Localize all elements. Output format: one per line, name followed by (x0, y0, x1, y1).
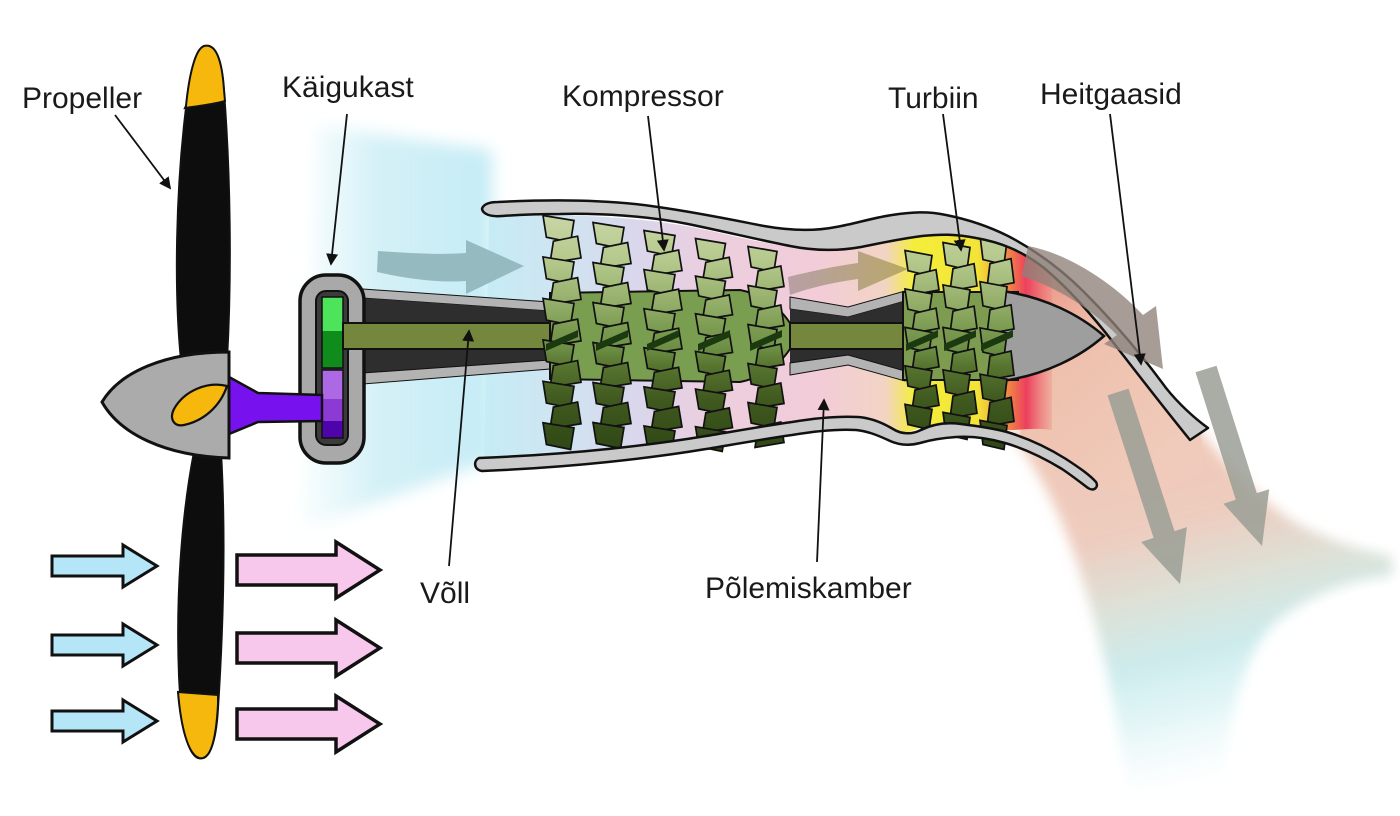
blade (598, 241, 632, 270)
label-gearbox: Käigukast (282, 71, 414, 104)
blade (548, 276, 582, 306)
turbine-blades (903, 234, 1015, 451)
label-pointer-exhaust (1109, 113, 1146, 366)
gear-green-dark (322, 331, 343, 368)
engine-casing-bottom (473, 415, 1099, 491)
blade (548, 401, 582, 430)
label-pointer-compressor (647, 115, 669, 252)
blade-hub-slash (981, 330, 1013, 351)
label-turbine: Turbiin (888, 82, 979, 115)
blade (949, 347, 978, 377)
blade (753, 381, 785, 410)
propeller-blade-root (170, 383, 229, 427)
blade (949, 390, 978, 420)
propeller-blade-top-tip (183, 44, 227, 110)
blade (548, 359, 582, 389)
label-propeller: Propeller (22, 82, 142, 115)
blade-hub-slash (944, 330, 976, 351)
blade (649, 366, 683, 394)
label-pointer-gearbox (326, 113, 348, 266)
gear-purple-light (322, 370, 343, 399)
blade (910, 268, 940, 296)
propeller-blade-bottom-tip (176, 690, 219, 760)
blade (701, 406, 734, 434)
blade (753, 342, 785, 371)
blade-hub-slash (596, 330, 628, 351)
gearbox (298, 273, 366, 465)
support-dark-bottom-left (363, 349, 550, 373)
blade (753, 303, 785, 332)
blade (910, 384, 940, 412)
gear-purple-dark (322, 421, 343, 438)
blade-hub-slash (647, 330, 679, 351)
blade (949, 262, 978, 292)
label-shaft: Võll (420, 577, 470, 610)
intake-flow-arrow (377, 240, 524, 294)
label-pointer-combustion (816, 398, 830, 563)
accelerated-air-arrows (235, 538, 384, 756)
turbine-blade-stack (903, 249, 940, 431)
blade (649, 405, 683, 433)
blade (753, 264, 785, 293)
blade-hub-slash (698, 330, 730, 351)
blade (701, 369, 734, 397)
blade (701, 293, 734, 321)
exhaust-duct-arrow (1022, 246, 1163, 369)
support-dark-bottom-mid (790, 349, 905, 371)
blade (591, 421, 625, 450)
tail-cone (1000, 289, 1106, 383)
blade (541, 421, 575, 451)
label-pointers (114, 113, 1146, 567)
label-pointer-shaft (448, 329, 475, 567)
propeller-spinner (100, 350, 231, 460)
label-exhaust-gases: Heitgaasid (1040, 78, 1182, 111)
label-compressor: Kompressor (562, 80, 724, 113)
engine-casing-top (480, 199, 1210, 442)
blade (649, 249, 683, 277)
support-dark-top-mid (790, 301, 905, 323)
blade-hub-slash (546, 330, 578, 351)
blade-hub-slash (906, 330, 938, 351)
blade (598, 361, 632, 390)
compressor-blade-stack (541, 214, 582, 451)
turbine-blade-stack (942, 241, 978, 441)
blade (986, 303, 1015, 335)
blade (701, 256, 734, 284)
compressor-blade-stack (694, 237, 734, 453)
accelerated-air-arrow (235, 692, 384, 756)
support-dark-top-left (363, 298, 550, 323)
blade (986, 257, 1015, 289)
combustion-flow-arrow (788, 251, 908, 295)
label-combustion-chamber: Põlemiskamber (705, 572, 912, 605)
blade (649, 288, 683, 316)
gear-purple-mid (322, 399, 343, 421)
blade (598, 281, 632, 310)
blade-hub-slash (750, 330, 782, 351)
exhaust-plume-arrow (1195, 365, 1270, 546)
blade (910, 307, 940, 335)
label-pointer-turbine (942, 113, 966, 252)
gear-green-light (322, 297, 343, 331)
blade (986, 396, 1015, 428)
inlet-air-arrows (50, 542, 160, 745)
inlet-air-arrow (50, 542, 160, 590)
inlet-air-arrow (50, 621, 160, 669)
turbine-blade-stack (979, 234, 1015, 451)
blade (548, 235, 582, 264)
blade (949, 305, 978, 335)
blade (986, 350, 1015, 382)
exhaust-plume-arrow (1107, 388, 1187, 584)
accelerated-air-arrow (235, 616, 384, 680)
compressor-blade-stack (591, 221, 632, 450)
blade (910, 345, 940, 373)
label-pointer-propeller (114, 114, 172, 190)
propeller (100, 44, 231, 760)
inlet-air-arrow (50, 697, 160, 745)
accelerated-air-arrow (235, 538, 384, 602)
exhaust-plume (1008, 426, 1392, 792)
compressor-blades (541, 214, 785, 453)
blade (598, 401, 632, 430)
